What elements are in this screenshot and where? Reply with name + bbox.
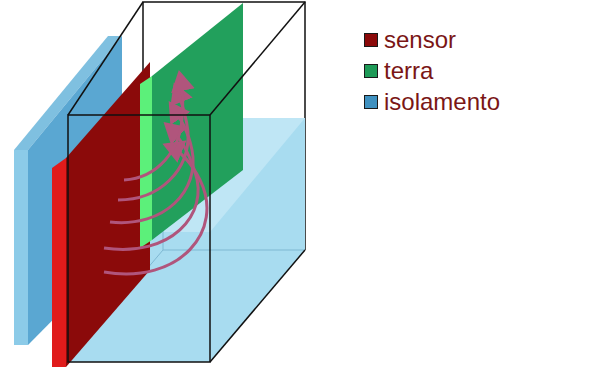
legend-label: isolamento: [384, 88, 500, 116]
legend-swatch: [364, 33, 378, 47]
legend-row: sensor: [364, 24, 500, 55]
legend-label: sensor: [384, 26, 456, 54]
legend-swatch: [364, 64, 378, 78]
legend-swatch: [364, 95, 378, 109]
legend-row: terra: [364, 55, 500, 86]
legend-label: terra: [384, 57, 433, 85]
legend: sensor terra isolamento: [364, 24, 500, 117]
legend-row: isolamento: [364, 86, 500, 117]
